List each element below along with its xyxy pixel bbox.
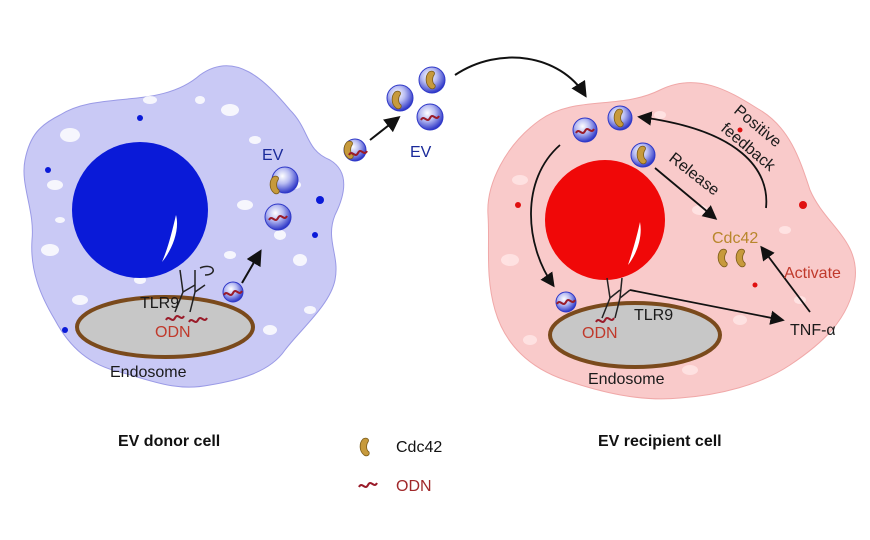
recipient-tlr9-label: TLR9 xyxy=(634,307,673,324)
tnf-signal-arrow xyxy=(629,289,785,325)
recipient-cdc42-label: Cdc42 xyxy=(712,230,758,247)
donor-cell-caption: EV donor cell xyxy=(118,433,220,450)
recipient-cell-caption: EV recipient cell xyxy=(598,433,722,450)
tnf-alpha-label: TNF-α xyxy=(790,322,836,339)
internalization-arrow xyxy=(530,144,561,288)
donor-tlr9-receptor xyxy=(174,265,214,313)
recipient-dots xyxy=(515,127,807,288)
donor-dots xyxy=(45,115,324,333)
activate-label: Activate xyxy=(784,265,841,282)
legend-odn-icon xyxy=(358,482,378,488)
donor-endosome-label: Endosome xyxy=(110,364,187,381)
recipient-endosome-label: Endosome xyxy=(588,371,665,388)
legend: Cdc42 ODN xyxy=(358,437,442,495)
recipient-nucleus xyxy=(545,160,665,280)
donor-nucleus-highlight xyxy=(162,215,178,262)
recipient-nucleus-highlight xyxy=(628,222,641,265)
recipient-endosome xyxy=(548,301,722,369)
release-arrow xyxy=(654,167,718,220)
donor-ev-group xyxy=(222,166,299,303)
activate-arrow xyxy=(760,245,811,313)
recipient-tlr9-receptor xyxy=(601,277,631,319)
donor-tlr9-label: TLR9 xyxy=(140,295,179,312)
transfer-ev-label: EV xyxy=(410,144,432,161)
donor-nucleus xyxy=(72,142,208,278)
donor-cell: EV TLR9 ODN Endosome xyxy=(23,65,345,388)
donor-endosome xyxy=(75,295,255,359)
positive-feedback-arrow xyxy=(637,111,768,209)
recipient-vacuoles xyxy=(501,111,806,375)
recipient-cell: Release Positive feedback Cdc42 Activate… xyxy=(487,82,856,400)
legend-odn-label: ODN xyxy=(396,478,432,495)
donor-odn-label: ODN xyxy=(155,324,191,341)
transfer-arrow-2 xyxy=(454,56,587,98)
transfer-evs: EV xyxy=(343,56,587,162)
donor-ev-label: EV xyxy=(262,147,284,164)
recipient-odn-label: ODN xyxy=(582,325,618,342)
transfer-arrow-1 xyxy=(369,116,401,141)
legend-cdc42-icon xyxy=(359,437,370,457)
donor-secretion-arrow xyxy=(241,249,262,284)
legend-cdc42-label: Cdc42 xyxy=(396,439,442,456)
